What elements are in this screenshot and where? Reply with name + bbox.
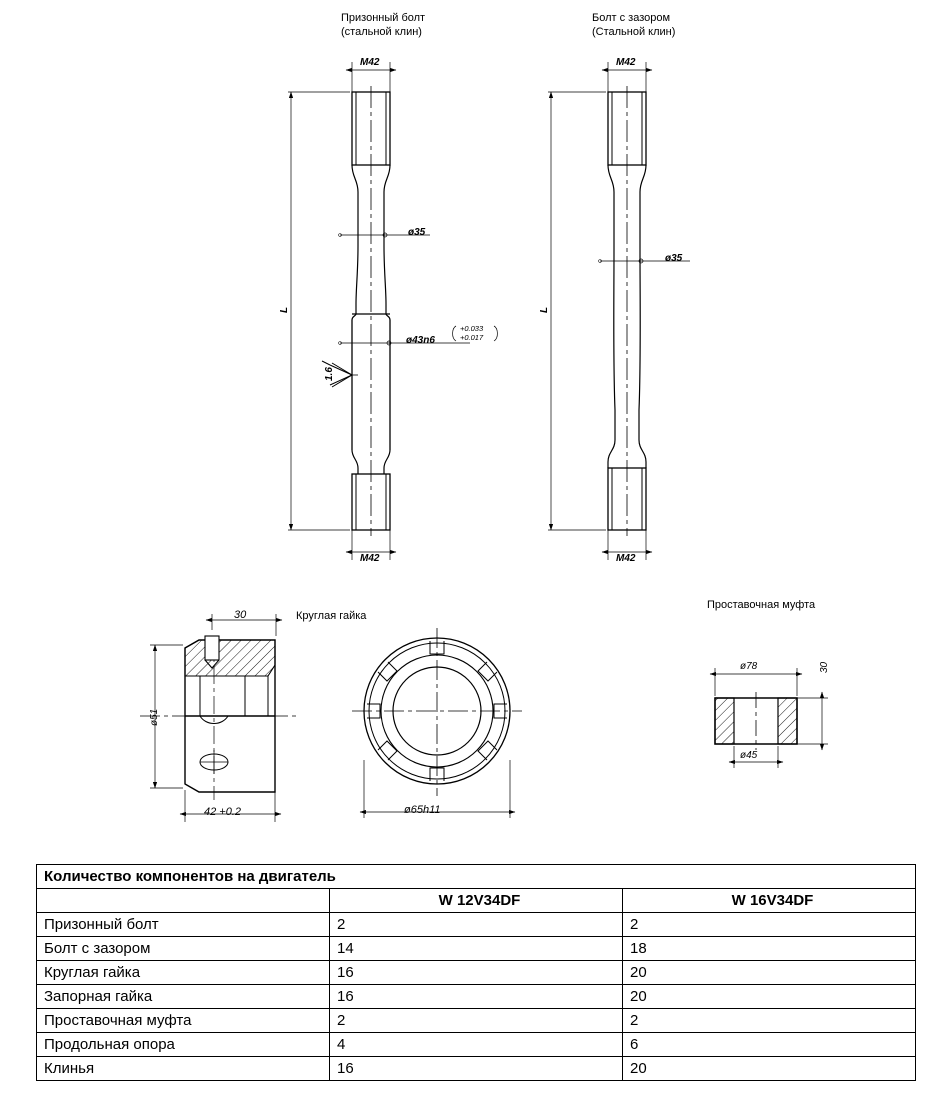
row-label: Проставочная муфта xyxy=(36,1008,330,1033)
row-value-w16: 2 xyxy=(622,912,916,937)
header-cell-w12v34df: W 12V34DF xyxy=(329,888,623,913)
fitted-bolt-title-line1: Призонный болт xyxy=(341,12,426,24)
row-label: Продольная опора xyxy=(36,1032,330,1057)
round-nut-section xyxy=(140,614,300,822)
spacer-sleeve-drawing xyxy=(709,668,828,768)
clearance-bolt-thread-top-dim: M42 xyxy=(616,57,636,68)
fitted-bolt-thread-bottom-dim: M42 xyxy=(360,553,380,564)
row-value-w12: 2 xyxy=(329,912,623,937)
table-header-row: W 12V34DF W 16V34DF xyxy=(36,888,916,913)
clearance-bolt-length-dim: L xyxy=(539,306,550,313)
component-quantity-table: Количество компонентов на двигатель W 12… xyxy=(36,864,916,1081)
row-value-w16: 6 xyxy=(622,1032,916,1057)
row-value-w12: 16 xyxy=(329,984,623,1009)
row-value-w16: 2 xyxy=(622,1008,916,1033)
round-nut-title: Круглая гайка xyxy=(296,610,367,622)
round-nut-hole-depth-dim: 30 xyxy=(234,609,247,621)
spacer-sleeve-title: Проставочная муфта xyxy=(707,599,816,611)
table-title-cell: Количество компонентов на двигатель xyxy=(36,864,916,889)
table-row: Проставочная муфта 2 2 xyxy=(36,1008,916,1033)
fitted-bolt-thread-top-dim: M42 xyxy=(360,57,380,68)
fitted-bolt-fit-dia-dim: ø43n6 xyxy=(406,335,435,346)
row-label: Запорная гайка xyxy=(36,984,330,1009)
row-label: Клинья xyxy=(36,1056,330,1081)
spacer-sleeve-inner-dia-dim: ø45 xyxy=(740,750,758,761)
spacer-sleeve-thickness-dim: 30 xyxy=(819,661,830,673)
round-nut-end-view xyxy=(352,628,522,818)
row-value-w16: 20 xyxy=(622,960,916,985)
clearance-bolt-shank-dia-dim: ø35 xyxy=(665,253,683,264)
table-row: Болт с зазором 14 18 xyxy=(36,936,916,961)
fitted-bolt-drawing xyxy=(288,62,498,560)
fitted-bolt-tolerance-lower: +0.017 xyxy=(460,333,484,342)
table-row: Круглая гайка 16 20 xyxy=(36,960,916,985)
clearance-bolt-title-line1: Болт с зазором xyxy=(592,12,671,24)
table-body: Количество компонентов на двигатель W 12… xyxy=(36,864,916,1081)
row-value-w12: 2 xyxy=(329,1008,623,1033)
clearance-bolt-title-line2: (Стальной клин) xyxy=(592,26,676,38)
table-row: Клинья 16 20 xyxy=(36,1056,916,1081)
round-nut-height-dim: 42 +0.2 xyxy=(204,806,242,818)
table-row: Продольная опора 4 6 xyxy=(36,1032,916,1057)
spacer-sleeve-outer-dia-dim: ø78 xyxy=(740,661,758,672)
clearance-bolt-drawing xyxy=(548,62,690,560)
fitted-bolt-title-line2: (стальной клин) xyxy=(341,26,422,38)
header-cell-w16v34df: W 16V34DF xyxy=(622,888,916,913)
component-quantity-table-wrapper: Количество компонентов на двигатель W 12… xyxy=(36,864,916,1081)
fitted-bolt-length-dim: L xyxy=(279,306,290,313)
table-title-row: Количество компонентов на двигатель xyxy=(36,864,916,889)
row-label: Призонный болт xyxy=(36,912,330,937)
row-label: Круглая гайка xyxy=(36,960,330,985)
row-value-w16: 20 xyxy=(622,1056,916,1081)
fitted-bolt-tolerance-upper: +0.033 xyxy=(460,324,484,333)
row-label: Болт с зазором xyxy=(36,936,330,961)
fitted-bolt-shank-dia-dim: ø35 xyxy=(408,227,426,238)
surface-roughness-value: 1.6 xyxy=(324,367,335,381)
row-value-w16: 18 xyxy=(622,936,916,961)
clearance-bolt-thread-bottom-dim: M42 xyxy=(616,553,636,564)
row-value-w12: 16 xyxy=(329,960,623,985)
round-nut-inner-dia-dim: ø51 xyxy=(149,708,160,726)
row-value-w12: 16 xyxy=(329,1056,623,1081)
table-row: Призонный болт 2 2 xyxy=(36,912,916,937)
row-value-w12: 14 xyxy=(329,936,623,961)
table-row: Запорная гайка 16 20 xyxy=(36,984,916,1009)
header-cell-blank xyxy=(36,888,330,913)
round-nut-outer-dia-dim: ø65h11 xyxy=(404,804,441,816)
row-value-w12: 4 xyxy=(329,1032,623,1057)
row-value-w16: 20 xyxy=(622,984,916,1009)
